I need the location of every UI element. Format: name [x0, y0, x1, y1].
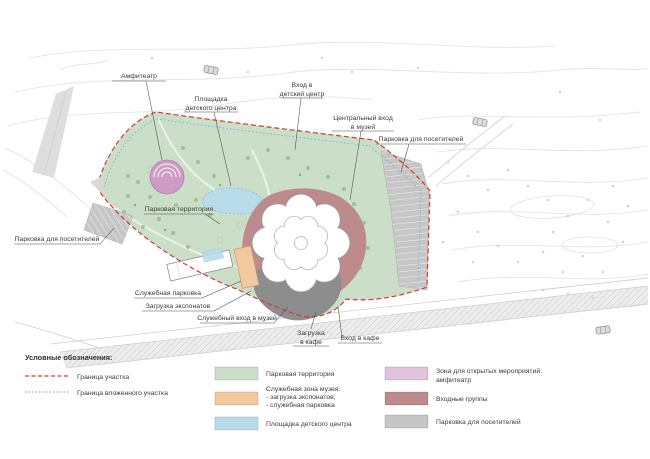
plan-labels: Амфитеатр Площадка детского центра Вход … — [15, 73, 464, 346]
callout-children-area — [184, 111, 238, 187]
label-visitor-parking-left: Парковка для посетителей — [15, 235, 100, 243]
callout-cafe-loading — [293, 311, 329, 347]
driveway-topright — [427, 115, 514, 187]
legend-open-events-label-1: Зона для открытых мероприятий: — [436, 367, 542, 375]
label-park-territory: Парковая территория — [145, 206, 214, 213]
car-icon — [595, 325, 611, 335]
legend-visitor-parking-swatch — [384, 414, 429, 429]
callout-service-parking — [134, 280, 242, 299]
legend-entrance-groups-swatch — [384, 391, 429, 406]
callout-children-entrance — [281, 97, 323, 151]
label-children-entrance-2: детский центр — [280, 90, 325, 98]
callout-central-entrance — [332, 130, 394, 201]
embankment-road — [14, 277, 649, 369]
legend-open-events-label-2: амфитеатр — [436, 377, 471, 384]
terrain-vegetation-dots — [150, 56, 630, 300]
label-visitor-parking-right: Парковка для посетителей — [379, 135, 464, 143]
legend-visitor-parking-label: Парковка для посетителей — [436, 418, 521, 426]
label-children-area-2: детского центра — [186, 105, 237, 112]
label-cafe-loading-2: в кафе — [300, 339, 322, 346]
callout-lines — [14, 80, 466, 347]
label-cafe-loading-1: Загрузка — [297, 330, 325, 337]
children-area-deck — [201, 247, 225, 263]
legend-title: Условные обозначения: — [25, 353, 112, 362]
label-children-entrance-1: Вход в — [292, 82, 313, 89]
legend-park-swatch — [214, 366, 259, 381]
callout-service-entrance — [200, 306, 289, 324]
site-boundary-line — [96, 111, 431, 318]
museum-service-zone-area — [233, 245, 260, 289]
amphitheater-area — [149, 159, 185, 195]
museum-building — [251, 193, 351, 293]
legend-entrance-groups-label: Входные группы — [436, 396, 488, 403]
legend-service-zone-label-2: - загрузка экспонатов; — [266, 394, 336, 401]
label-service-entrance: Служебный вход в музей — [197, 314, 277, 322]
legend-nested-boundary-label: Граница вложенного участка — [77, 390, 168, 397]
callout-cafe-entrance — [337, 305, 382, 344]
access-road-topleft — [32, 86, 74, 178]
legend-service-zone-label-3: - служебная парковка — [266, 401, 335, 409]
label-children-area-1: Площадка — [195, 96, 228, 103]
legend: Условные обозначения: Граница участка Гр… — [25, 353, 542, 431]
legend-children-area-swatch — [214, 416, 259, 431]
legend-children-area-label: Площадка детского центра — [266, 421, 352, 428]
visitor-parking-left-area — [83, 202, 134, 245]
label-central-entrance-1: Центральный вход — [333, 114, 393, 122]
legend-park-label: Парковая территория — [266, 371, 335, 378]
callout-amphitheater — [112, 80, 166, 161]
callout-visitor-parking-left — [14, 227, 115, 245]
callout-exhibits-loading — [142, 290, 252, 312]
legend-service-zone-swatch — [214, 391, 259, 406]
legend-site-boundary-label: Граница участка — [77, 374, 129, 381]
site-tip-structure — [90, 176, 103, 191]
nested-site-boundary-line — [103, 118, 422, 283]
legend-service-zone-label-1: Служебная зона музея: — [266, 385, 340, 393]
callout-park-territory — [144, 213, 221, 225]
label-service-parking: Служебная парковка — [135, 289, 201, 297]
label-central-entrance-2: в музей — [351, 123, 375, 131]
label-exhibits-loading: Загрузка экспонатов — [146, 303, 211, 310]
label-amphitheater: Амфитеатр — [121, 73, 157, 80]
legend-open-events-swatch — [384, 366, 429, 381]
callout-visitor-parking-right — [376, 143, 466, 173]
label-cafe-entrance: Вход в кафе — [340, 335, 379, 342]
